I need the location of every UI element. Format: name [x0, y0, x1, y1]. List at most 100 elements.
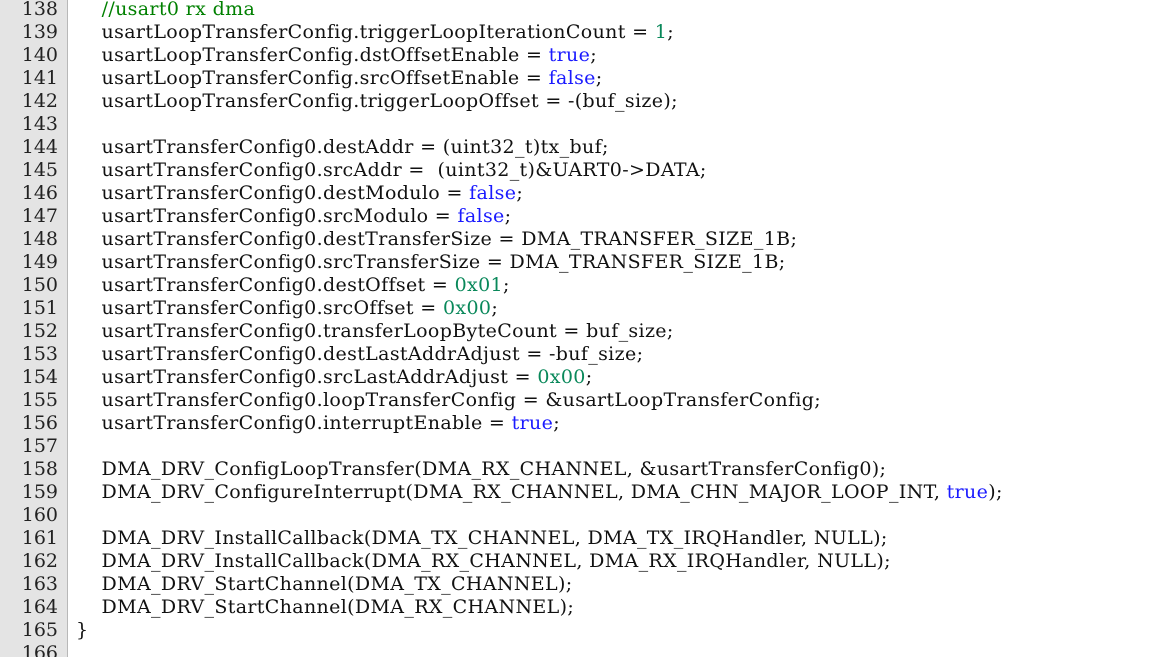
code-line[interactable]: 164 DMA_DRV_StartChannel(DMA_RX_CHANNEL)…	[0, 596, 1157, 619]
code-text[interactable]: DMA_DRV_ConfigLoopTransfer(DMA_RX_CHANNE…	[76, 458, 886, 481]
code-text[interactable]: usartTransferConfig0.destModulo = false;	[76, 182, 523, 205]
gutter-divider	[67, 0, 68, 657]
code-token: usartTransferConfig0.transferLoopByteCou…	[76, 320, 674, 342]
line-number: 150	[21, 274, 58, 296]
line-number: 161	[21, 527, 58, 549]
code-token: 0x00	[537, 366, 586, 388]
code-line[interactable]: 153 usartTransferConfig0.destLastAddrAdj…	[0, 343, 1157, 366]
code-line[interactable]: 143	[0, 113, 1157, 136]
code-line[interactable]: 155 usartTransferConfig0.loopTransferCon…	[0, 389, 1157, 412]
code-text[interactable]: }	[76, 619, 88, 642]
code-line[interactable]: 163 DMA_DRV_StartChannel(DMA_TX_CHANNEL)…	[0, 573, 1157, 596]
line-number: 145	[21, 159, 58, 181]
code-token: ;	[553, 412, 560, 434]
code-line[interactable]: 146 usartTransferConfig0.destModulo = fa…	[0, 182, 1157, 205]
line-number: 153	[21, 343, 58, 365]
code-text[interactable]: DMA_DRV_ConfigureInterrupt(DMA_RX_CHANNE…	[76, 481, 1003, 504]
line-number: 140	[21, 44, 58, 66]
code-text[interactable]: usartTransferConfig0.destOffset = 0x01;	[76, 274, 510, 297]
line-number: 163	[21, 573, 58, 595]
code-text[interactable]: usartTransferConfig0.srcModulo = false;	[76, 205, 512, 228]
code-line[interactable]: 165}	[0, 619, 1157, 642]
line-number: 141	[21, 67, 58, 89]
code-text[interactable]: DMA_DRV_InstallCallback(DMA_TX_CHANNEL, …	[76, 527, 888, 550]
code-line[interactable]: 161 DMA_DRV_InstallCallback(DMA_TX_CHANN…	[0, 527, 1157, 550]
code-line[interactable]: 158 DMA_DRV_ConfigLoopTransfer(DMA_RX_CH…	[0, 458, 1157, 481]
code-line[interactable]: 147 usartTransferConfig0.srcModulo = fal…	[0, 205, 1157, 228]
code-text[interactable]: usartTransferConfig0.destAddr = (uint32_…	[76, 136, 609, 159]
code-token	[76, 0, 102, 20]
line-number: 165	[21, 619, 58, 641]
code-token: false	[457, 205, 505, 227]
code-token: usartTransferConfig0.srcLastAddrAdjust =	[76, 366, 538, 388]
line-number: 164	[21, 596, 58, 618]
code-token: usartTransferConfig0.srcAddr = (uint32_t…	[76, 159, 707, 181]
code-text[interactable]: DMA_DRV_StartChannel(DMA_TX_CHANNEL);	[76, 573, 573, 596]
code-line[interactable]: 154 usartTransferConfig0.srcLastAddrAdju…	[0, 366, 1157, 389]
code-token: ;	[590, 44, 598, 66]
code-token: }	[76, 619, 89, 641]
code-token: true	[946, 481, 989, 503]
code-token: DMA_DRV_InstallCallback(DMA_RX_CHANNEL, …	[76, 550, 891, 572]
code-token: ;	[504, 205, 512, 227]
code-text[interactable]: usartLoopTransferConfig.triggerLoopItera…	[76, 21, 674, 44]
code-text[interactable]: DMA_DRV_StartChannel(DMA_RX_CHANNEL);	[76, 596, 574, 619]
code-line[interactable]: 139 usartLoopTransferConfig.triggerLoopI…	[0, 21, 1157, 44]
code-text[interactable]: usartTransferConfig0.loopTransferConfig …	[76, 389, 821, 412]
code-token: DMA_DRV_ConfigLoopTransfer(DMA_RX_CHANNE…	[76, 458, 887, 480]
code-token: usartTransferConfig0.srcTransferSize = D…	[76, 251, 786, 273]
code-token: true	[548, 44, 591, 66]
code-line[interactable]: 156 usartTransferConfig0.interruptEnable…	[0, 412, 1157, 435]
code-line[interactable]: 138 //usart0 rx dma	[0, 0, 1157, 21]
code-text[interactable]: DMA_DRV_InstallCallback(DMA_RX_CHANNEL, …	[76, 550, 891, 573]
code-line[interactable]: 144 usartTransferConfig0.destAddr = (uin…	[0, 136, 1157, 159]
code-line[interactable]: 157	[0, 435, 1157, 458]
code-text[interactable]: usartTransferConfig0.destTransferSize = …	[76, 228, 797, 251]
code-text[interactable]: //usart0 rx dma	[76, 0, 255, 21]
code-text[interactable]: usartTransferConfig0.srcTransferSize = D…	[76, 251, 786, 274]
code-line[interactable]: 150 usartTransferConfig0.destOffset = 0x…	[0, 274, 1157, 297]
code-token: );	[988, 481, 1003, 503]
code-line[interactable]: 141 usartLoopTransferConfig.srcOffsetEna…	[0, 67, 1157, 90]
code-line[interactable]: 149 usartTransferConfig0.srcTransferSize…	[0, 251, 1157, 274]
code-text[interactable]: usartTransferConfig0.destLastAddrAdjust …	[76, 343, 643, 366]
code-line[interactable]: 140 usartLoopTransferConfig.dstOffsetEna…	[0, 44, 1157, 67]
code-line[interactable]: 148 usartTransferConfig0.destTransferSiz…	[0, 228, 1157, 251]
line-number: 147	[21, 205, 58, 227]
line-number: 159	[21, 481, 58, 503]
code-line[interactable]: 142 usartLoopTransferConfig.triggerLoopO…	[0, 90, 1157, 113]
code-token: ;	[503, 274, 510, 296]
code-text[interactable]: usartTransferConfig0.transferLoopByteCou…	[76, 320, 674, 343]
line-number: 166	[21, 642, 58, 657]
code-text[interactable]: usartTransferConfig0.srcAddr = (uint32_t…	[76, 159, 707, 182]
code-text[interactable]: usartTransferConfig0.interruptEnable = t…	[76, 412, 560, 435]
code-token: DMA_DRV_StartChannel(DMA_RX_CHANNEL);	[76, 596, 575, 618]
line-number: 142	[21, 90, 58, 112]
code-line[interactable]: 152 usartTransferConfig0.transferLoopByt…	[0, 320, 1157, 343]
code-text[interactable]: usartTransferConfig0.srcOffset = 0x00;	[76, 297, 498, 320]
code-token: 0x01	[454, 274, 503, 296]
code-token: 1	[654, 21, 668, 43]
code-token: usartTransferConfig0.interruptEnable =	[76, 412, 512, 434]
code-line[interactable]: 145 usartTransferConfig0.srcAddr = (uint…	[0, 159, 1157, 182]
code-line[interactable]: 151 usartTransferConfig0.srcOffset = 0x0…	[0, 297, 1157, 320]
code-line[interactable]: 162 DMA_DRV_InstallCallback(DMA_RX_CHANN…	[0, 550, 1157, 573]
code-token: ;	[491, 297, 499, 319]
code-token: usartTransferConfig0.destAddr = (uint32_…	[76, 136, 609, 158]
code-token: usartLoopTransferConfig.triggerLoopOffse…	[76, 90, 678, 112]
code-text[interactable]: usartLoopTransferConfig.triggerLoopOffse…	[76, 90, 678, 113]
code-text[interactable]: usartLoopTransferConfig.dstOffsetEnable …	[76, 44, 597, 67]
line-number: 148	[21, 228, 58, 250]
code-line[interactable]: 159 DMA_DRV_ConfigureInterrupt(DMA_RX_CH…	[0, 481, 1157, 504]
line-number-gutter	[0, 0, 68, 657]
code-line[interactable]: 160	[0, 504, 1157, 527]
code-text[interactable]: usartLoopTransferConfig.srcOffsetEnable …	[76, 67, 603, 90]
code-token: false	[469, 182, 517, 204]
code-token: DMA_DRV_InstallCallback(DMA_TX_CHANNEL, …	[76, 527, 888, 549]
line-number: 160	[21, 504, 58, 526]
line-number: 149	[21, 251, 58, 273]
code-text[interactable]: usartTransferConfig0.srcLastAddrAdjust =…	[76, 366, 593, 389]
code-token: //usart0 rx dma	[101, 0, 256, 20]
code-line[interactable]: 166	[0, 642, 1157, 657]
